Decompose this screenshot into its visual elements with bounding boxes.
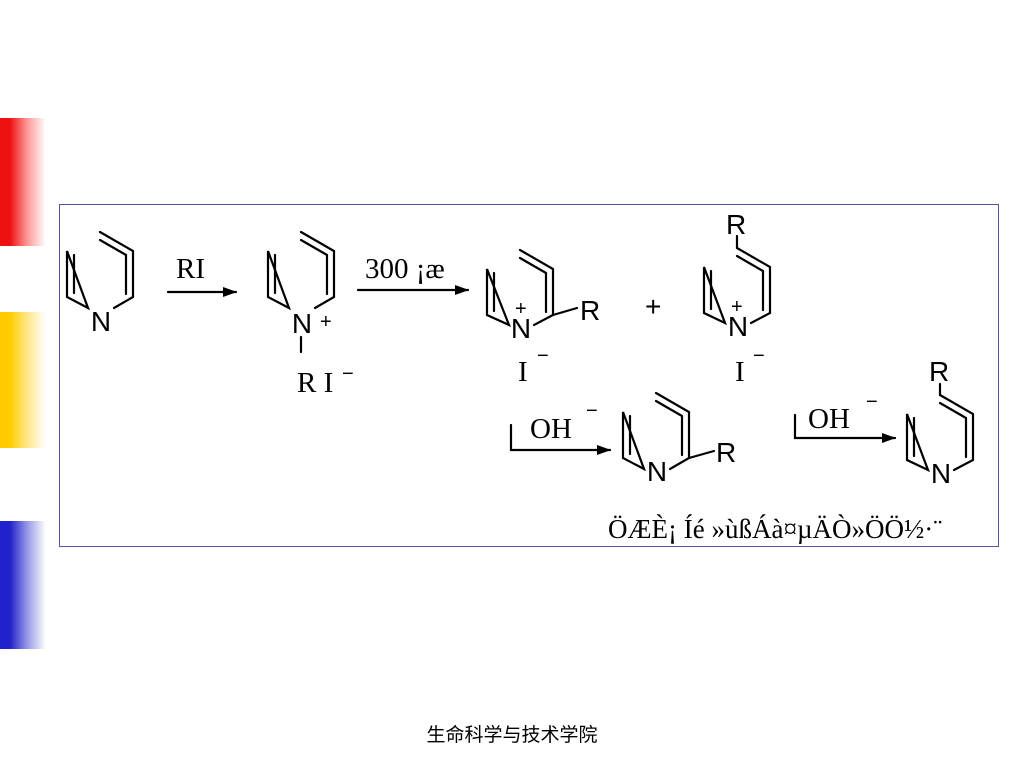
pyridine-ring (65, 230, 135, 311)
reagent-temperature: 300 ¡æ (365, 253, 445, 285)
n-alkylpyridinium-ring (266, 230, 336, 354)
4-pyridinium-substituent: R (726, 209, 746, 240)
2-pyridine-nitrogen: N (647, 456, 667, 487)
pyridinium-nitrogen: N (292, 308, 312, 339)
2-pyridinium-substituent: R (580, 295, 600, 326)
4-pyridine-substituent: R (929, 356, 949, 387)
2-pyridinium-charge: + (515, 298, 527, 320)
hydroxide-charge-2: − (866, 391, 878, 413)
arrow-base-2 (793, 413, 897, 443)
decorative-bar-red (0, 118, 46, 246)
reagent-hydroxide-1: OH (530, 413, 572, 445)
reagent-hydroxide-2: OH (808, 403, 850, 435)
arrow-base-1 (509, 423, 612, 455)
iodide-charge-2: − (537, 345, 549, 367)
iodide-charge-1: − (342, 363, 354, 385)
reagent-ri: RI (176, 253, 205, 285)
pyridinium-charge: + (320, 311, 332, 333)
decorative-bar-yellow (0, 312, 46, 448)
4-pyridinium-charge: + (731, 296, 743, 318)
hydroxide-charge-1: − (586, 400, 598, 422)
pyridine-nitrogen: N (91, 306, 111, 337)
iodide-2: I (518, 356, 528, 388)
2-alkylpyridine-ring (621, 391, 716, 472)
2-pyridine-substituent: R (716, 437, 736, 468)
4-pyridine-nitrogen: N (931, 458, 951, 489)
4-alkylpyridinium-ring (702, 234, 772, 326)
plus-sign: + (645, 291, 661, 322)
2-alkylpyridinium-ring (485, 248, 579, 328)
decorative-bar-blue (0, 521, 46, 649)
iodide-charge-3: − (753, 345, 765, 367)
counterion-r-iodide: R I (297, 367, 333, 399)
footer-institution: 生命科学与技术学院 (426, 724, 598, 746)
iodide-3: I (735, 356, 745, 388)
reaction-scheme-frame (59, 204, 999, 547)
scheme-caption: ÖÆÈ¡ Íé »ùßÁà¤µÄÒ»ÖÖ½·¨ (608, 514, 942, 544)
4-alkylpyridine-ring (905, 382, 975, 473)
2-pyridinium-nitrogen: N (511, 313, 531, 344)
4-pyridinium-nitrogen: N (728, 311, 748, 342)
